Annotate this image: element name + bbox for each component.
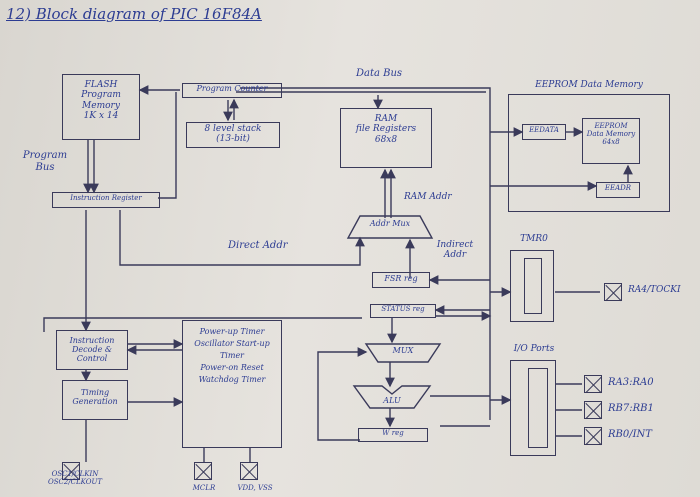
flash-program-memory-block xyxy=(62,74,140,140)
vdd-pin-label: VDD, VSS xyxy=(237,484,273,492)
rb0-pin-icon xyxy=(584,427,602,445)
ra3-pin-label: RA3:RA0 xyxy=(608,377,654,388)
rb7-pin-icon xyxy=(584,401,602,419)
fsr-reg-block xyxy=(372,272,430,288)
tmr0-title: TMR0 xyxy=(520,234,548,244)
ram-label: RAM file Registers 68x8 xyxy=(355,114,417,145)
eedata-block xyxy=(522,124,566,140)
ra4-pin-icon xyxy=(604,283,622,301)
status-reg-label: STATUS reg xyxy=(381,305,425,313)
mux-label: MUX xyxy=(392,346,414,355)
addr-mux-shape xyxy=(346,215,434,239)
timing-generation-block xyxy=(62,380,128,420)
osc-pin-label: OSC1/CLKIN OSC2/CLKOUT xyxy=(47,470,103,487)
mclr-pin-icon xyxy=(194,462,212,480)
data-bus-label: Data Bus xyxy=(356,68,403,79)
instruction-decode-label: Instruction Decode & Control xyxy=(69,336,115,364)
addr-mux-label: Addr Mux xyxy=(369,219,411,228)
instruction-register-block xyxy=(52,192,160,208)
rb0-pin-label: RB0/INT xyxy=(608,429,652,440)
eeprom-title: EEPROM Data Memory xyxy=(535,80,643,90)
timing-generation-label: Timing Generation xyxy=(72,388,118,407)
program-counter-label: Program Counter xyxy=(196,84,268,93)
eedata-label: EEDATA xyxy=(529,126,559,134)
eeadr-block xyxy=(596,182,640,198)
program-bus-label: Program Bus xyxy=(22,150,68,173)
eeadr-label: EEADR xyxy=(604,184,632,192)
ram-addr-label: RAM Addr xyxy=(404,192,452,202)
io-ports-block xyxy=(510,360,556,456)
ra4-pin-label: RA4/TOCKI xyxy=(628,285,681,295)
eeprom-area xyxy=(508,94,670,212)
direct-addr-label: Direct Addr xyxy=(228,240,288,251)
fsr-reg-label: FSR reg xyxy=(384,274,418,283)
instruction-decode-block xyxy=(56,330,128,370)
w-reg-label: W reg xyxy=(382,429,404,437)
eeprom-memory-label: EEPROM Data Memory 64x8 xyxy=(586,122,636,147)
program-counter-block xyxy=(182,83,282,98)
flash-label: FLASH Program Memory 1K x 14 xyxy=(81,80,121,122)
ra3-pin-icon xyxy=(584,375,602,393)
ram-file-registers-block xyxy=(340,108,432,168)
power-timer-block xyxy=(182,320,282,448)
alu-label: ALU xyxy=(383,396,401,405)
status-reg-block xyxy=(370,304,436,318)
io-ports-title: I/O Ports xyxy=(513,344,555,354)
page-title: 12) Block diagram of PIC 16F84A xyxy=(6,5,262,23)
tmr0-block xyxy=(510,250,554,322)
w-reg-block xyxy=(358,428,428,442)
mclr-pin-label: MCLR xyxy=(192,484,216,492)
vdd-pin-icon xyxy=(240,462,258,480)
io-ports-inner xyxy=(528,368,548,448)
instruction-register-label: Instruction Register xyxy=(70,194,142,202)
stack-label: 8 level stack (13-bit) xyxy=(204,124,262,145)
osc-pin-icon xyxy=(62,462,80,480)
tmr0-inner xyxy=(524,258,542,314)
alu-shape xyxy=(352,385,432,409)
power-timer-label: Power-up Timer Oscillator Start-up Timer… xyxy=(194,327,270,384)
eeprom-memory-block xyxy=(582,118,640,164)
indirect-addr-label: Indirect Addr xyxy=(436,240,474,261)
stack-block xyxy=(186,122,280,148)
rb7-pin-label: RB7:RB1 xyxy=(608,403,654,414)
mux-shape xyxy=(364,343,442,363)
